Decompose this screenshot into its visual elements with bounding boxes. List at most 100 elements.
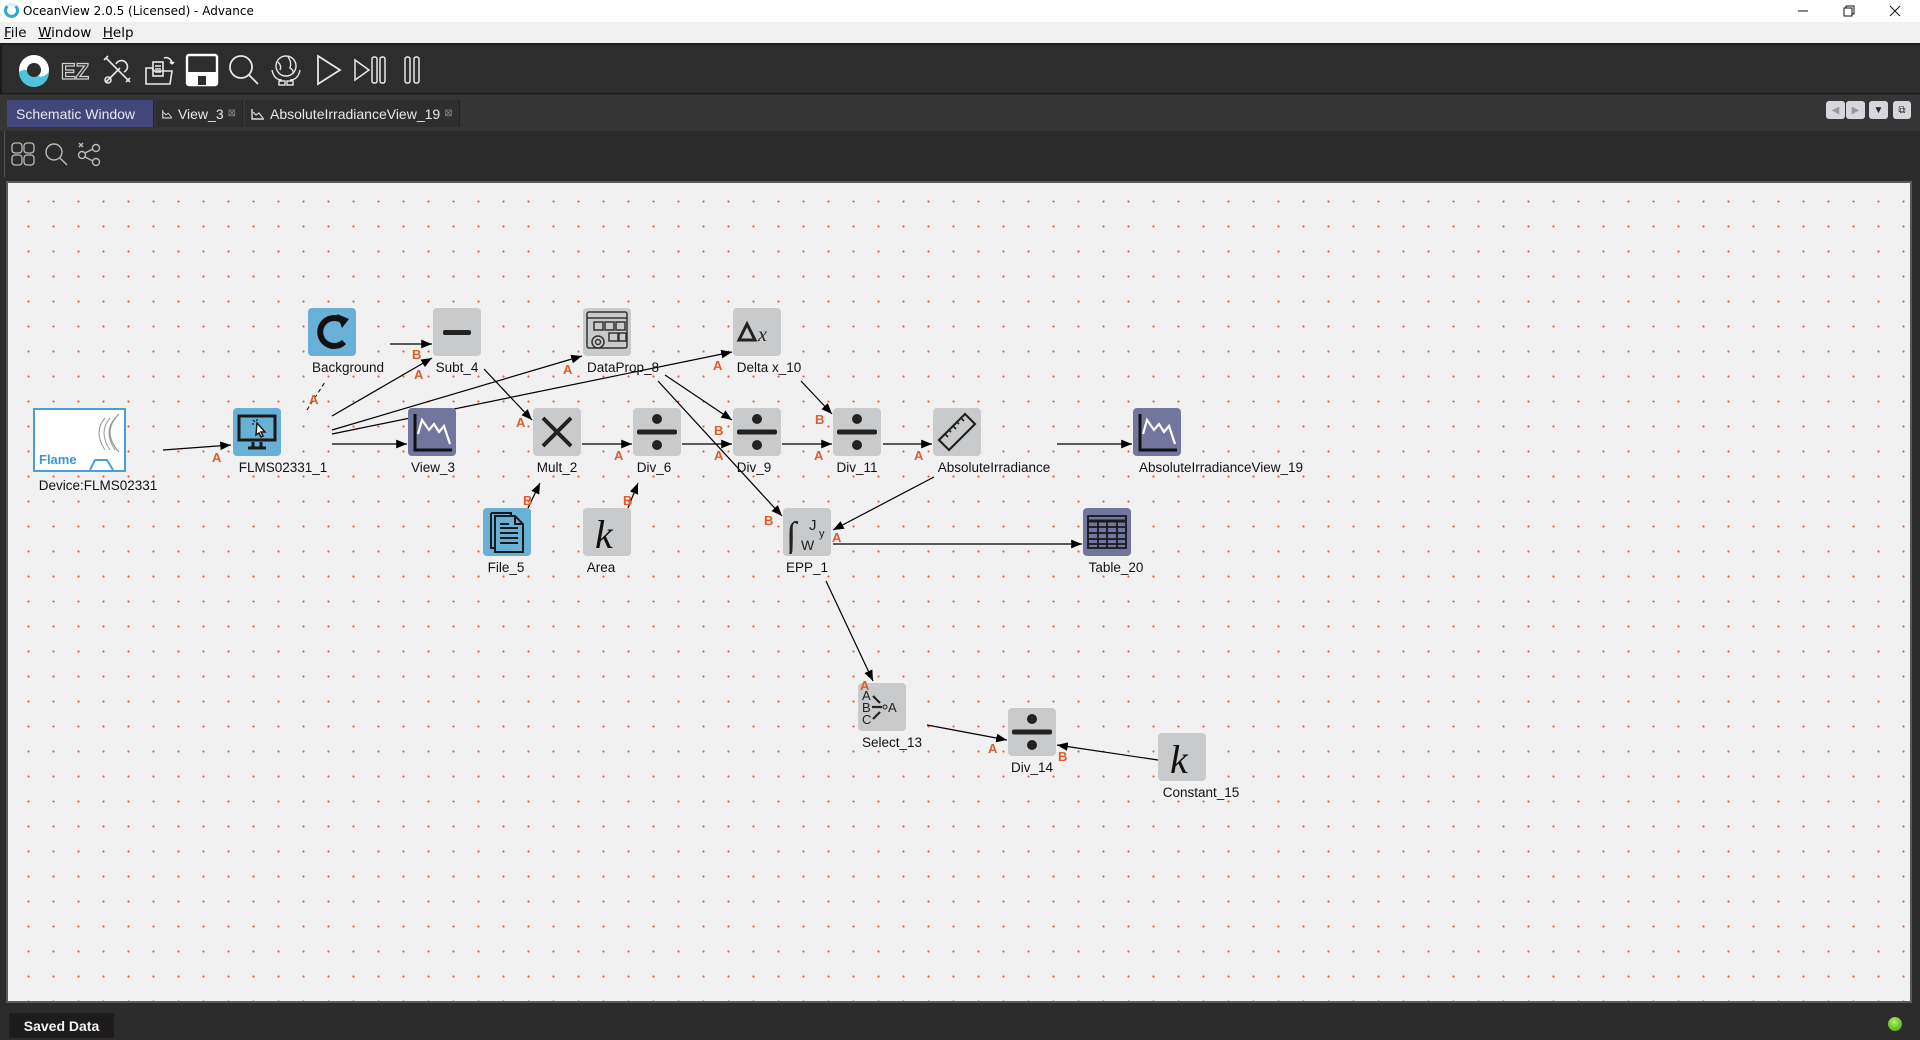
node-delta-x-10[interactable]: x (733, 308, 781, 356)
tab-bar: Schematic Window View_3 ⊠ AbsoluteIrradi… (0, 95, 1920, 131)
spectrometer-monitor-icon (237, 414, 277, 450)
restore-window-icon: ⧉ (1898, 104, 1906, 116)
divide-icon (837, 414, 877, 450)
node-mult-2[interactable] (533, 408, 581, 456)
flame-device-icon: Flame (39, 413, 120, 471)
node-label: Subt_4 (435, 360, 479, 375)
node-epp-1[interactable]: ∫ J y W (783, 508, 831, 556)
close-button[interactable] (1872, 0, 1918, 22)
select-icon: A B C A (862, 688, 897, 727)
node-div-14[interactable] (1008, 708, 1056, 756)
node-absolute-irradiance-view-19[interactable] (1133, 408, 1181, 456)
saved-data-button[interactable]: Saved Data (9, 1013, 114, 1038)
node-label: Div_11 (836, 460, 878, 475)
node-subt-4[interactable] (433, 308, 481, 356)
node-dataprop-8[interactable] (583, 308, 631, 356)
node-label: Div_9 (736, 460, 772, 475)
port-label-b: B (623, 493, 633, 508)
node-file-5[interactable] (483, 508, 531, 556)
port-label-a: A (713, 358, 723, 373)
pause-icon (404, 56, 420, 84)
port-label-a: A (309, 392, 319, 407)
chevron-down-icon: ▼ (1873, 104, 1884, 116)
node-view-3[interactable] (408, 408, 456, 456)
open-file-button[interactable] (140, 50, 180, 90)
tab-absolute-irradiance-view-19[interactable]: AbsoluteIrradianceView_19 ⊠ (245, 100, 460, 127)
menu-file-mnemonic: F (4, 25, 11, 41)
svg-text:∫: ∫ (785, 515, 799, 554)
tab-view-3[interactable]: View_3 ⊠ (156, 100, 243, 127)
tab-schematic-window[interactable]: Schematic Window (7, 100, 154, 127)
minimize-button[interactable] (1780, 0, 1826, 22)
tab-label: Schematic Window (16, 105, 136, 122)
svg-text:B: B (862, 700, 871, 715)
menu-help[interactable]: Help (99, 22, 137, 41)
close-tab-icon[interactable]: ⊠ (444, 108, 453, 119)
menu-help-label: elp (112, 25, 134, 41)
globe-hands-icon (271, 55, 301, 86)
port-label-a: A (212, 450, 222, 465)
delta-x-icon: x (736, 320, 767, 346)
node-area[interactable]: k (583, 508, 631, 556)
ruler-icon (937, 412, 977, 452)
node-absolute-irradiance[interactable] (933, 408, 981, 456)
tab-scroll-left-button[interactable]: ◀ (1826, 101, 1845, 119)
layout-grid-button[interactable] (8, 139, 38, 169)
title-bar: OceanView 2.0.5 (Licensed) - Advance (0, 0, 1920, 22)
schematic-canvas[interactable] (6, 181, 1912, 1003)
port-label-a: A (516, 415, 526, 430)
svg-text:y: y (819, 528, 825, 540)
node-label: Area (586, 560, 616, 575)
svg-text:W: W (801, 537, 815, 553)
ez-mode-button[interactable]: EZ (56, 50, 96, 90)
menu-file[interactable]: File (0, 22, 30, 41)
port-label-a: A (988, 741, 998, 756)
tools-button[interactable] (98, 50, 138, 90)
data-properties-icon (586, 311, 628, 349)
tab-restore-button[interactable]: ⧉ (1893, 101, 1911, 119)
tools-icon (103, 55, 131, 84)
tab-list-button[interactable]: ▼ (1869, 101, 1888, 119)
schematic-toolbar (4, 131, 1916, 177)
share-nodes-icon (77, 142, 101, 167)
device-flame-node[interactable]: Flame (33, 408, 126, 472)
share-nodes-button[interactable] (74, 139, 104, 169)
port-label-a: A (860, 678, 870, 693)
node-label: Delta x_10 (736, 360, 802, 375)
save-button[interactable] (182, 50, 222, 90)
close-tab-icon[interactable]: ⊠ (227, 108, 236, 119)
node-constant-15[interactable]: k (1158, 733, 1206, 781)
node-div-6[interactable] (633, 408, 681, 456)
menu-window[interactable]: Window (34, 22, 94, 41)
globe-hands-button[interactable] (266, 50, 306, 90)
node-flms02331-1[interactable] (233, 408, 281, 456)
port-label-b: B (523, 493, 533, 508)
menu-file-label: ile (10, 25, 27, 41)
restore-button[interactable] (1826, 0, 1872, 22)
window-title: OceanView 2.0.5 (Licensed) - Advance (23, 4, 254, 18)
zoom-button[interactable] (41, 139, 71, 169)
constant-k-icon: k (1170, 737, 1189, 779)
oceanview-app-icon (4, 3, 19, 18)
play-button[interactable] (308, 50, 348, 90)
tab-scroll-right-button[interactable]: ▶ (1846, 101, 1865, 119)
svg-text:C: C (862, 712, 871, 727)
step-button[interactable] (350, 50, 390, 90)
oceanview-home-button[interactable] (14, 50, 54, 90)
menu-bar: File Window Help (0, 22, 1920, 45)
node-label: View_3 (410, 460, 456, 475)
node-label: File_5 (487, 560, 525, 575)
search-button[interactable] (224, 50, 264, 90)
chevron-right-icon: ▶ (1851, 104, 1860, 116)
node-div-9[interactable] (733, 408, 781, 456)
node-background[interactable] (308, 308, 356, 356)
node-table-20[interactable] (1083, 508, 1131, 556)
node-div-11[interactable] (833, 408, 881, 456)
port-label-b: B (815, 412, 825, 427)
port-label-a: A (563, 362, 573, 377)
pause-button[interactable] (392, 50, 432, 90)
layout-grid-icon (11, 142, 35, 166)
port-label-a: A (614, 448, 624, 463)
table-icon (1087, 515, 1127, 549)
node-select-13[interactable]: A B C A (858, 683, 906, 731)
